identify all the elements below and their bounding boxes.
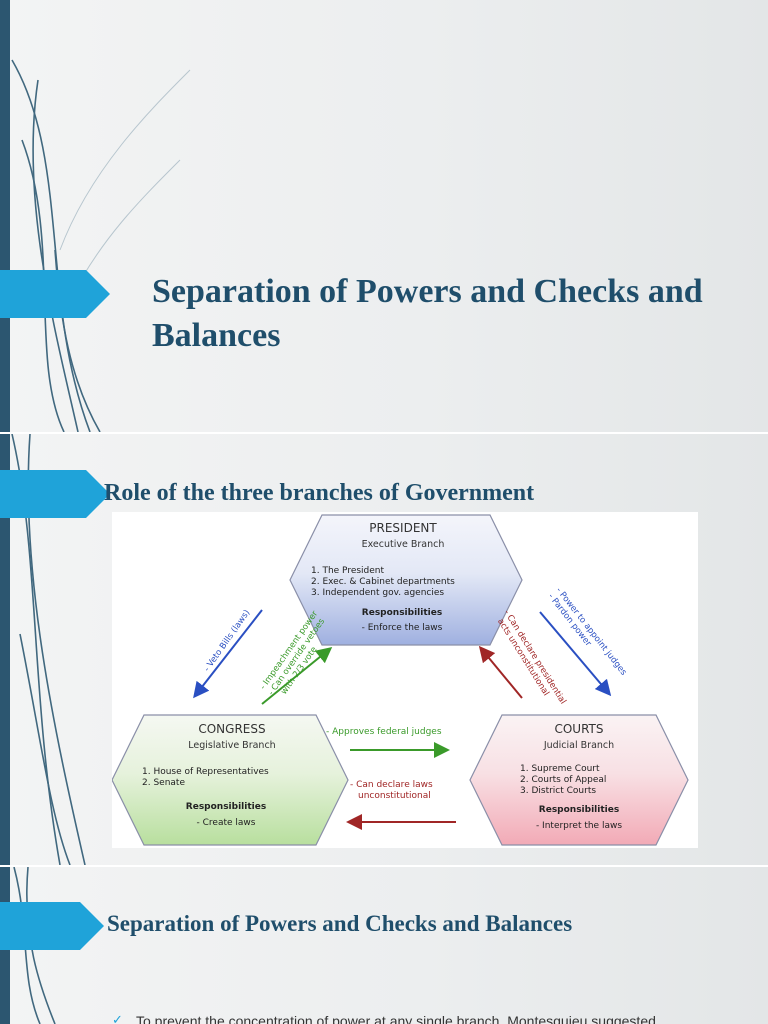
title-arrow-tab bbox=[0, 470, 110, 518]
svg-text:- Can override vetoes: - Can override vetoes bbox=[266, 616, 327, 697]
appoint-arrow bbox=[539, 611, 612, 697]
declare-pres-arrow bbox=[478, 645, 523, 699]
left-accent-bar bbox=[0, 434, 10, 865]
approves-label: - Approves federal judges bbox=[326, 727, 442, 737]
president-name: PRESIDENT bbox=[369, 521, 437, 535]
courts-item-2: 2. Courts of Appeal bbox=[520, 775, 606, 785]
slide-2: Role of the three branches of Government bbox=[0, 434, 768, 865]
president-item-2: 2. Exec. & Cabinet departments bbox=[311, 577, 455, 587]
president-node: PRESIDENT Executive Branch 1. The Presid… bbox=[289, 514, 523, 646]
declare-laws-label-2: unconstitutional bbox=[358, 791, 431, 801]
slide-title: Separation of Powers and Checks and Bala… bbox=[152, 273, 703, 354]
title-arrow-tab bbox=[0, 270, 110, 318]
slide-3: Separation of Powers and Checks and Bala… bbox=[0, 867, 768, 1024]
president-resp-heading: Responsibilities bbox=[362, 608, 442, 618]
courts-node: COURTS Judicial Branch 1. Supreme Court … bbox=[469, 714, 689, 846]
president-resp: - Enforce the laws bbox=[362, 623, 443, 633]
courts-resp-heading: Responsibilities bbox=[539, 805, 619, 815]
congress-item-2: 2. Senate bbox=[142, 778, 185, 788]
president-branch: Executive Branch bbox=[362, 539, 445, 550]
congress-branch: Legislative Branch bbox=[188, 740, 275, 751]
courts-item-3: 3. District Courts bbox=[520, 786, 596, 796]
president-item-3: 3. Independent gov. agencies bbox=[311, 588, 444, 598]
svg-text:- Can declare presidential: - Can declare presidential bbox=[501, 608, 567, 706]
congress-node: CONGRESS Legislative Branch 1. House of … bbox=[111, 714, 349, 846]
slide-title: Separation of Powers and Checks and Bala… bbox=[107, 911, 573, 936]
impeach-label: - Impeachment power - Can override vetoe… bbox=[258, 609, 327, 698]
impeach-arrow bbox=[261, 646, 333, 705]
left-accent-bar bbox=[0, 0, 10, 432]
courts-resp: - Interpret the laws bbox=[536, 821, 622, 831]
declare-laws-label-1: - Can declare laws bbox=[350, 780, 433, 790]
courts-branch: Judicial Branch bbox=[543, 740, 614, 751]
decorative-swirl bbox=[11, 59, 191, 432]
veto-arrow bbox=[193, 609, 263, 699]
decorative-swirl bbox=[13, 867, 56, 1024]
congress-name: CONGRESS bbox=[198, 722, 265, 736]
veto-label: - Veto Bills (laws) bbox=[202, 608, 252, 674]
slide-1: Separation of Powers and Checks and Bala… bbox=[0, 0, 768, 432]
declare-pres-label: - Can declare presidential acts unconsti… bbox=[495, 608, 568, 706]
president-item-1: 1. The President bbox=[311, 566, 384, 576]
courts-item-1: 1. Supreme Court bbox=[520, 764, 600, 774]
branches-diagram: PRESIDENT Executive Branch 1. The Presid… bbox=[111, 512, 698, 848]
bullet-text: To prevent the concentration of power at… bbox=[136, 1013, 656, 1024]
congress-item-1: 1. House of Representatives bbox=[142, 767, 269, 777]
title-arrow-tab bbox=[0, 902, 104, 950]
congress-resp: - Create laws bbox=[197, 818, 256, 828]
checkmark-bullet-icon: ✓ bbox=[112, 1013, 123, 1024]
courts-name: COURTS bbox=[554, 722, 603, 736]
svg-text:- Power to appoint judges: - Power to appoint judges bbox=[554, 586, 629, 678]
congress-resp-heading: Responsibilities bbox=[186, 802, 266, 812]
slide-title: Role of the three branches of Government bbox=[104, 480, 535, 506]
